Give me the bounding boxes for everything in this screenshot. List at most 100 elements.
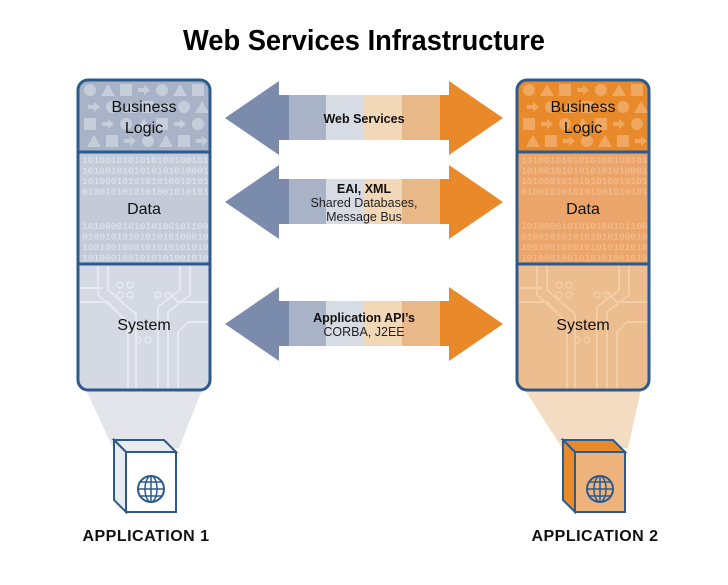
arrow-band (326, 95, 364, 140)
arrow-band (364, 179, 402, 224)
pattern-shape (178, 135, 190, 147)
pattern-shape (101, 84, 115, 96)
pattern-shape (156, 118, 168, 130)
circuit-trace (546, 264, 576, 390)
binary-row: 100100100010101010101001010 (82, 242, 238, 253)
pattern-shape (523, 118, 535, 130)
business-logic-label: Logic (564, 120, 602, 137)
binary-row: 101000100101010100101010101 (82, 253, 238, 264)
data-layer (517, 152, 649, 264)
pattern-shape (84, 84, 96, 96)
pattern-shape (196, 136, 208, 146)
circuit-node (555, 281, 563, 289)
circuit-node (126, 291, 134, 299)
arrow-band (402, 301, 440, 346)
pattern-shape (106, 135, 118, 147)
pattern-shape (123, 101, 137, 113)
arrow-band (279, 95, 289, 140)
system-label: System (556, 317, 609, 334)
pattern-shape (562, 101, 576, 113)
pattern-shape (156, 84, 168, 96)
binary-row: 101000101010101001010100101 (82, 176, 238, 187)
binary-row: 101000101010101001010100101 (521, 176, 677, 187)
business-logic-label: Logic (125, 120, 163, 137)
circuit-node (555, 291, 563, 299)
pattern-shape (598, 135, 612, 147)
binary-row: 101001010101010010010101010 (521, 155, 677, 166)
pattern-shape (631, 84, 643, 96)
stack-outline (76, 78, 212, 392)
circuit-node (593, 291, 601, 299)
pattern-shape (612, 84, 626, 96)
binary-row: 010010101010101010001001010 (521, 232, 677, 243)
pattern-shape (563, 136, 575, 146)
arrow-band (326, 179, 364, 224)
circuit-trace (517, 301, 558, 313)
pattern-shape (138, 85, 150, 95)
circuit-node (126, 281, 134, 289)
circuit-node (154, 291, 162, 299)
pattern-shape (174, 119, 186, 129)
pattern-shape (595, 118, 607, 130)
arrow-band (364, 95, 402, 140)
pattern-shape (545, 135, 557, 147)
arrow-band (289, 301, 326, 346)
pattern-shape (142, 101, 154, 113)
integration-arrow-1: Web Services (225, 81, 503, 155)
pattern-shape (617, 135, 629, 147)
binary-row: 101000010101010010110010101 (521, 221, 677, 232)
circuit-node (573, 336, 581, 344)
arrow-band (289, 95, 326, 140)
binary-row: 010010101010101010001001010 (82, 232, 238, 243)
pattern-shape (581, 101, 593, 113)
binary-row: 101000100101010100101010101 (521, 253, 677, 264)
pattern-shape (559, 84, 571, 96)
arrow-head-left (225, 81, 279, 155)
pattern-shape (124, 136, 136, 146)
circuit-trace (177, 321, 210, 390)
arrow-band (279, 301, 289, 346)
circuit-node (603, 291, 611, 299)
arrow-band (402, 179, 440, 224)
pattern-shape (577, 85, 589, 95)
pattern-shape (527, 102, 539, 112)
binary-row: 101000010101010010110010101 (82, 221, 238, 232)
data-label: Data (566, 201, 600, 218)
binary-row: 100100100010101010101001010 (521, 242, 677, 253)
system-layer (78, 264, 210, 390)
arrow-head-right (449, 287, 503, 361)
arrow-detail: Shared Databases, (310, 196, 417, 210)
arrow-band (402, 95, 440, 140)
pattern-shape (576, 118, 590, 130)
circuit-trace (97, 264, 129, 390)
binary-row: 010010101010100101010101001 (521, 187, 677, 198)
circuit-node (565, 291, 573, 299)
pattern-shape (192, 118, 204, 130)
application-label: APPLICATION 1 (82, 528, 209, 545)
circuit-trace (606, 264, 630, 390)
pattern-shape (195, 101, 209, 113)
arrow-band (440, 95, 449, 140)
pattern-shape (87, 135, 101, 147)
circuit-node (134, 336, 142, 344)
pattern-shape (178, 101, 190, 113)
data-layer (78, 152, 210, 264)
arrow-title: Application API’s (313, 311, 415, 325)
pattern-shape (142, 135, 154, 147)
application-label: APPLICATION 2 (531, 528, 658, 545)
arrow-band (326, 301, 364, 346)
pattern-shape (631, 118, 643, 130)
application-stack-1: 1010010101010100100101010101010010101010… (76, 78, 238, 545)
pattern-shape (102, 119, 114, 129)
binary-row: 101001010101010010010101010 (82, 155, 238, 166)
pattern-shape (581, 135, 593, 147)
arrow-band (364, 301, 402, 346)
pattern-shape (192, 84, 204, 96)
binary-row: 010010101010100101010101001 (82, 187, 238, 198)
pattern-shape (88, 102, 100, 112)
binary-row: 101001010101010101000100101 (521, 166, 677, 177)
arrow-detail: Message Bus (326, 210, 402, 224)
arrow-head-left (225, 165, 279, 239)
